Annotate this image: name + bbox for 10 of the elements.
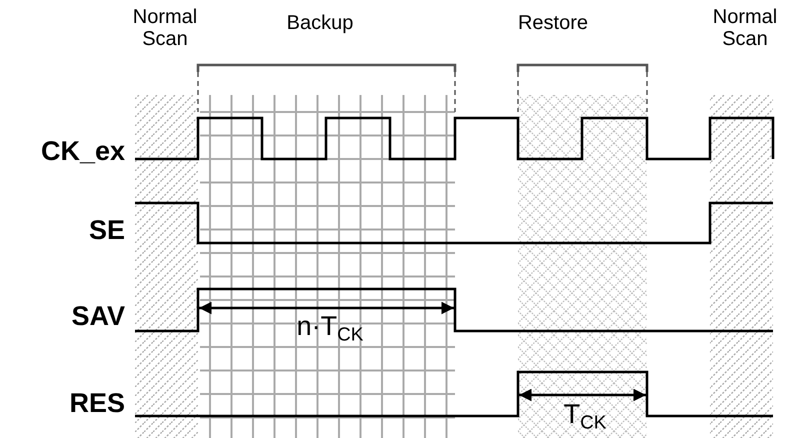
phase-label: Normal Scan (712, 6, 778, 50)
phase-label: Restore (516, 12, 590, 34)
signal-name: SAV (70, 302, 125, 332)
duration-label: n·T$_{CK}$ (296, 312, 364, 346)
signal-name: RES (68, 389, 125, 419)
phase-label: Backup (286, 12, 354, 34)
signal-name: SE (88, 216, 125, 246)
signal-name: CK_ex (40, 137, 125, 167)
duration-label: T$_{CK}$ (562, 400, 608, 434)
phase-label: Normal Scan (132, 6, 198, 50)
